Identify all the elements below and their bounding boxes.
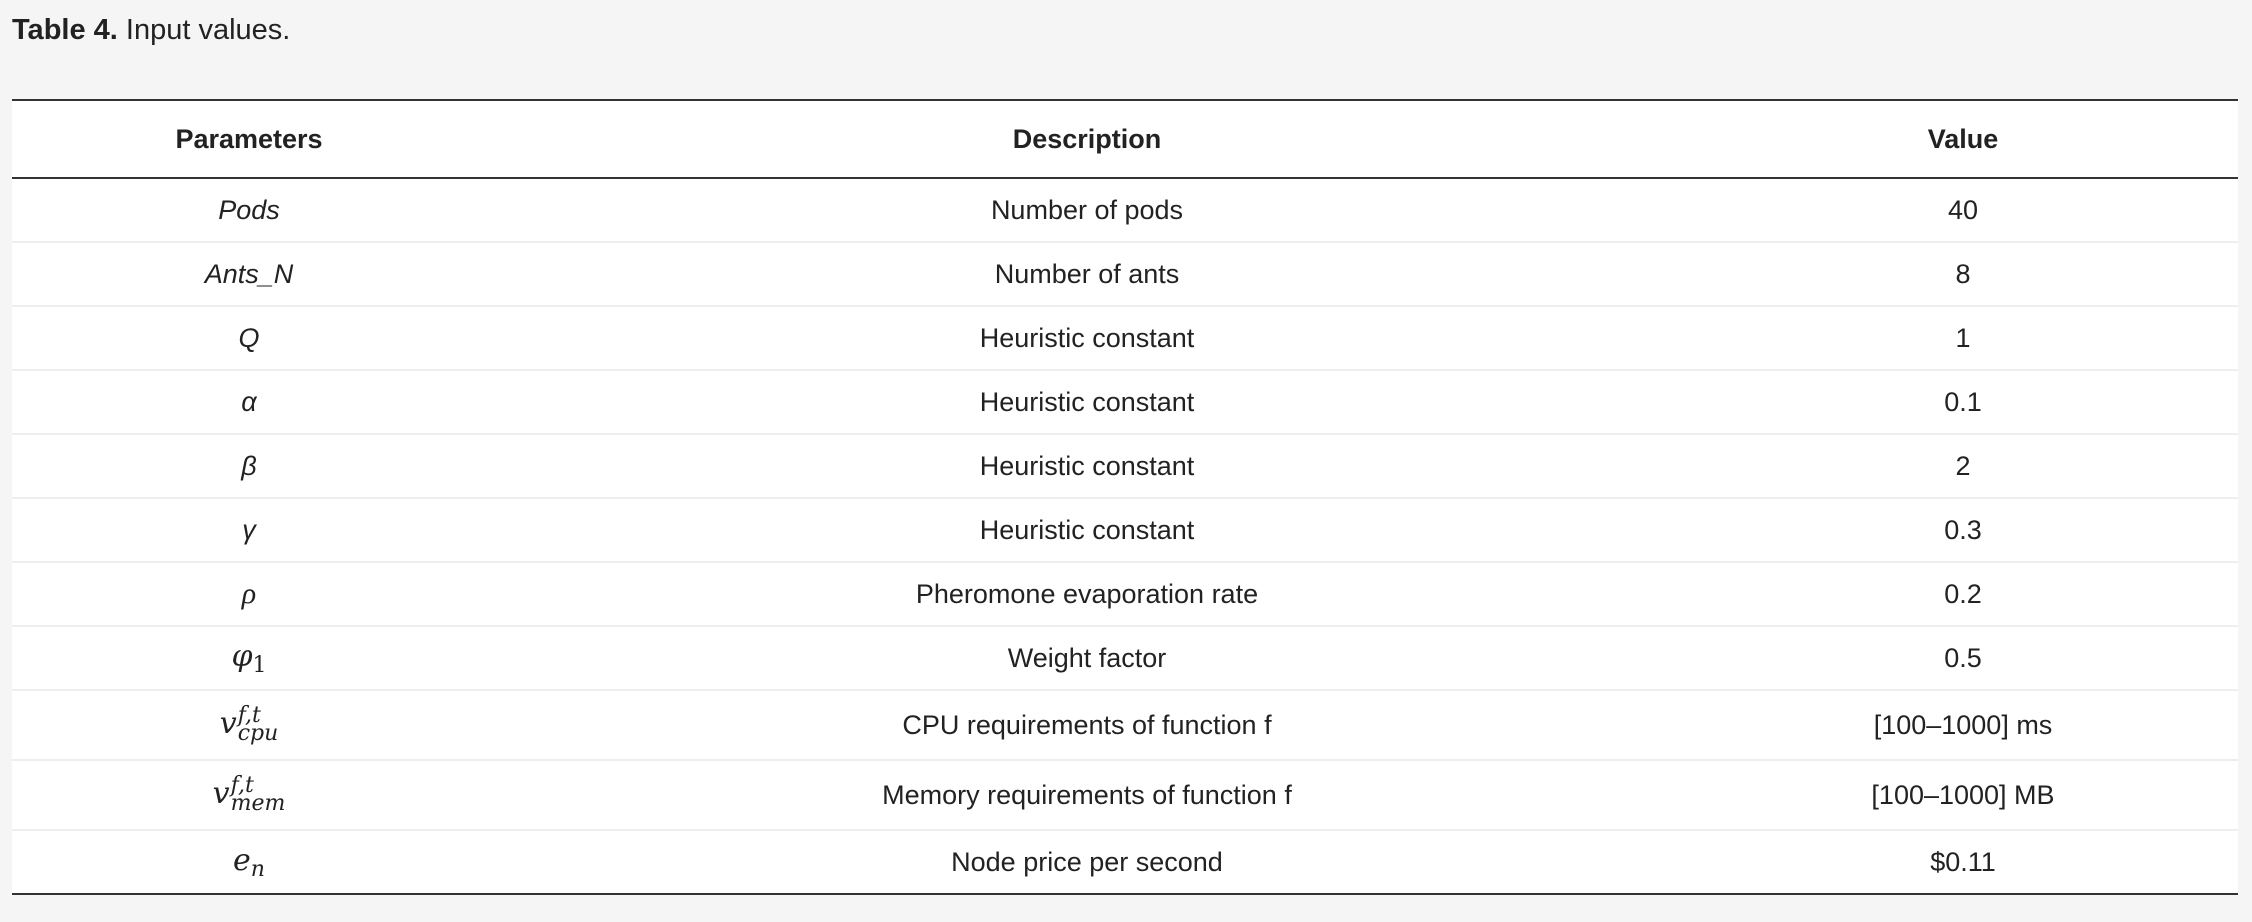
table-caption-text: Input values.	[117, 14, 291, 46]
value-cell: 1	[1688, 305, 2238, 370]
description-cell: Pheromone evaporation rate	[486, 561, 1688, 626]
table-row: Pods Number of pods 40	[12, 178, 2238, 242]
param-cell: β	[12, 433, 486, 498]
table-header: Parameters Description Value	[12, 100, 2238, 179]
input-values-table: Parameters Description Value Pods Number…	[12, 99, 2238, 895]
math-base: e	[233, 842, 251, 878]
header-value: Value	[1688, 100, 2238, 179]
value-cell: [100–1000] ms	[1688, 689, 2238, 760]
table-caption-label: Table 4.	[12, 14, 118, 46]
math-sub: cpu	[237, 721, 279, 746]
math-base: v	[212, 776, 230, 811]
value-cell: 0.3	[1688, 497, 2238, 562]
header-row: Parameters Description Value	[12, 100, 2238, 179]
value-cell: 0.5	[1688, 625, 2238, 690]
description-cell: Heuristic constant	[486, 497, 1688, 562]
param-cell: Q	[12, 305, 486, 370]
description-cell: CPU requirements of function f	[486, 689, 1688, 760]
table-body: Pods Number of pods 40 Ants_N Number of …	[12, 178, 2238, 894]
math-sub: 1	[252, 652, 267, 678]
description-cell: Heuristic constant	[486, 305, 1688, 370]
table-row: α Heuristic constant 0.1	[12, 369, 2238, 434]
table-caption: Table 4. Input values.	[12, 12, 290, 48]
table-row: Q Heuristic constant 1	[12, 305, 2238, 370]
param-cell: Ants_N	[12, 241, 486, 306]
value-cell: $0.11	[1688, 829, 2238, 894]
description-cell: Weight factor	[486, 625, 1688, 690]
math-sup: f,t	[237, 703, 261, 728]
value-cell: [100–1000] MB	[1688, 759, 2238, 830]
value-cell: 0.2	[1688, 561, 2238, 626]
table-row: β Heuristic constant 2	[12, 433, 2238, 498]
table-row: γ Heuristic constant 0.3	[12, 497, 2238, 562]
value-cell: 0.1	[1688, 369, 2238, 434]
math-phi1: φ1	[231, 638, 267, 678]
math-base: v	[219, 706, 237, 741]
table-row: φ1 Weight factor 0.5	[12, 625, 2238, 690]
param-cell: φ1	[12, 625, 486, 690]
input-values-table-container: Parameters Description Value Pods Number…	[12, 99, 2238, 895]
description-cell: Node price per second	[486, 829, 1688, 894]
math-sub: n	[250, 856, 265, 882]
description-cell: Memory requirements of function f	[486, 759, 1688, 830]
description-cell: Number of ants	[486, 241, 1688, 306]
math-base: φ	[231, 638, 253, 674]
param-cell: en	[12, 829, 486, 894]
param-cell: γ	[12, 497, 486, 562]
math-e-n: en	[233, 842, 265, 882]
math-sup: f,t	[230, 773, 254, 798]
table-row: ρ Pheromone evaporation rate 0.2	[12, 561, 2238, 626]
description-cell: Heuristic constant	[486, 369, 1688, 434]
math-sub: mem	[230, 791, 286, 816]
description-cell: Heuristic constant	[486, 433, 1688, 498]
header-description: Description	[486, 100, 1688, 179]
param-cell: α	[12, 369, 486, 434]
table-row: Ants_N Number of ants 8	[12, 241, 2238, 306]
value-cell: 2	[1688, 433, 2238, 498]
value-cell: 8	[1688, 241, 2238, 306]
description-cell: Number of pods	[990, 194, 1184, 225]
param-cell: Pods	[218, 194, 280, 225]
header-parameters: Parameters	[12, 100, 486, 179]
value-cell: 40	[1947, 194, 1979, 225]
param-cell: ρ	[12, 561, 486, 626]
table-row: en Node price per second $0.11	[12, 829, 2238, 894]
